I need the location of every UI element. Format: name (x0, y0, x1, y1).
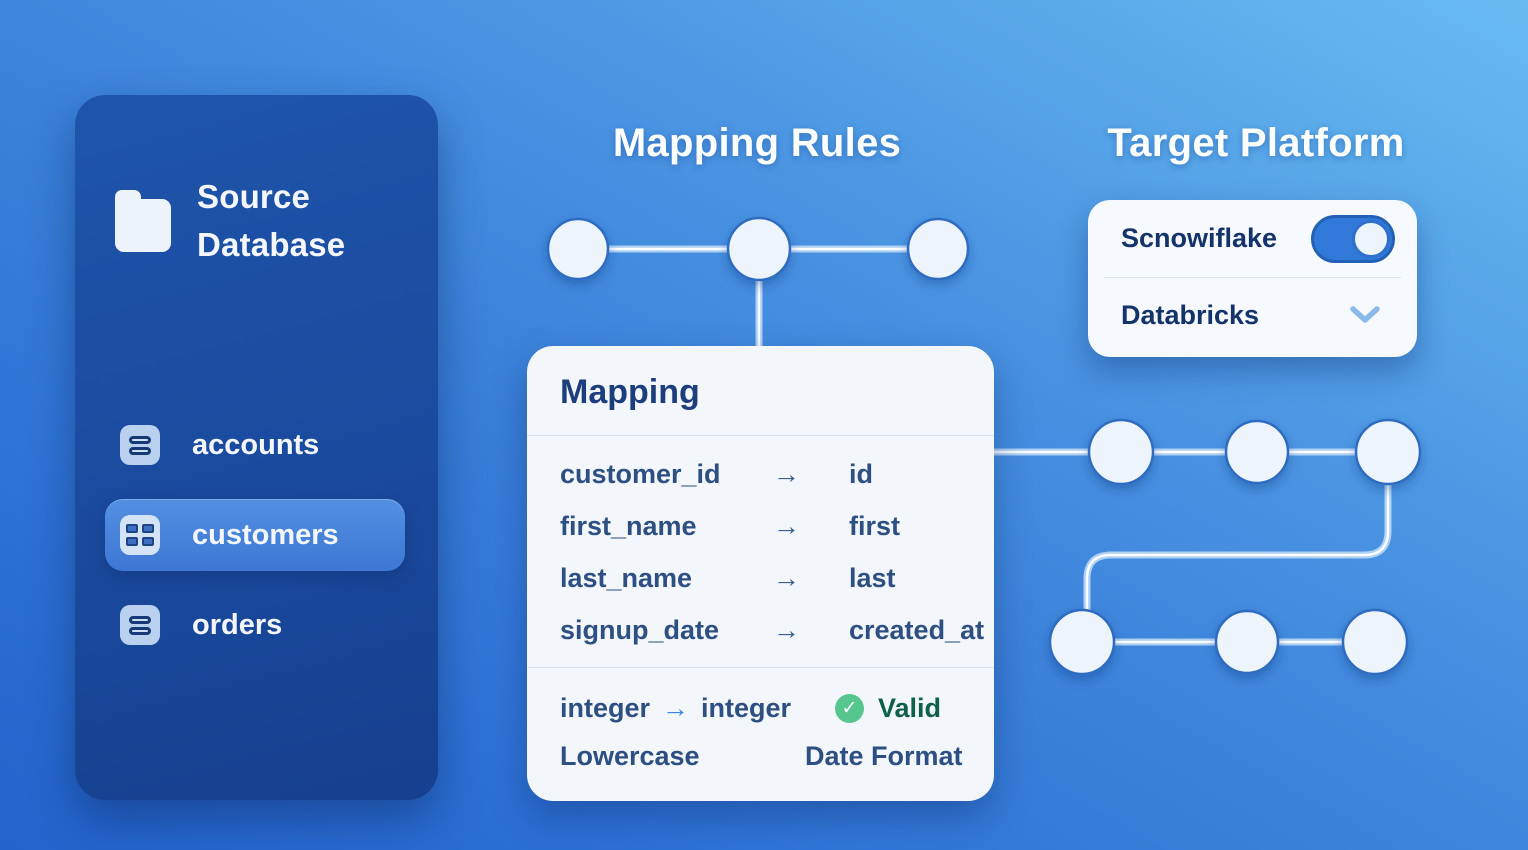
divider (527, 667, 994, 668)
source-field: first_name (560, 510, 697, 541)
toggle-switch[interactable] (1311, 214, 1395, 263)
source-field: customer_id (560, 458, 721, 489)
sidebar-item-orders[interactable]: orders (105, 589, 405, 661)
arrow-icon: → (773, 614, 800, 645)
divider (1104, 277, 1401, 278)
chevron-down-icon[interactable] (1349, 305, 1381, 325)
arrow-icon: → (773, 458, 800, 489)
arrow-icon: → (662, 692, 690, 723)
status-label: Valid (878, 692, 942, 723)
target-field: created_at (849, 614, 985, 645)
table-grid-icon (120, 515, 160, 555)
type-rule: integer → integer (560, 693, 805, 724)
mapping-rules-heading: Mapping Rules (612, 121, 902, 165)
rule-node (726, 216, 792, 282)
target-field: id (849, 458, 873, 489)
target-platform-card: Scnowiflake Databricks (1088, 200, 1417, 357)
sidebar-item-label: customers (192, 518, 339, 551)
divider (527, 435, 994, 436)
mapping-row: first_name → first (527, 500, 994, 552)
source-database-panel: Source Database accounts customers order… (75, 95, 438, 800)
arrow-icon: → (773, 510, 800, 541)
mapping-row: last_name → last (527, 552, 994, 604)
table-rows-icon (120, 425, 160, 465)
rule-node (906, 217, 970, 281)
sidebar-item-label: orders (192, 608, 283, 641)
platform-label: Databricks (1121, 299, 1260, 330)
target-field: first (849, 510, 901, 541)
folder-icon (115, 190, 171, 252)
toggle-knob (1352, 219, 1390, 258)
mapping-card-title: Mapping (560, 373, 700, 411)
flow-node (1087, 418, 1155, 486)
target-field: last (849, 562, 896, 593)
type-from: integer (560, 692, 651, 723)
platform-option-databricks[interactable]: Databricks (1088, 278, 1417, 352)
table-rows-icon (120, 605, 160, 645)
arrow-icon: → (773, 562, 800, 593)
target-platform-heading: Target Platform (1107, 121, 1405, 165)
flow-node (1048, 608, 1116, 676)
platform-option-snowflake[interactable]: Scnowiflake (1088, 200, 1417, 277)
mapping-row: customer_id → id (527, 448, 994, 500)
check-circle-icon: ✓ (835, 693, 864, 723)
flow-connector-line (990, 448, 1392, 646)
type-to: integer (701, 692, 792, 723)
transform-rule: Lowercase (560, 740, 700, 771)
source-field: signup_date (560, 614, 720, 645)
sidebar-item-label: accounts (192, 428, 320, 461)
sidebar-title: Source Database (197, 178, 346, 263)
flow-node (1341, 608, 1409, 676)
mapping-card: Mapping customer_id → id first_name → fi… (527, 346, 994, 801)
sidebar-item-accounts[interactable]: accounts (105, 409, 405, 481)
transform-rule: Date Format (805, 740, 963, 771)
mapping-row: signup_date → created_at (527, 604, 994, 656)
status-badge: ✓ Valid (835, 693, 941, 724)
source-field: last_name (560, 562, 693, 593)
flow-node (1214, 609, 1280, 675)
sidebar-item-customers[interactable]: customers (105, 499, 405, 571)
flow-node (1354, 418, 1422, 486)
platform-label: Scnowiflake (1121, 223, 1278, 253)
rule-node (546, 217, 610, 281)
flow-node (1224, 419, 1290, 485)
